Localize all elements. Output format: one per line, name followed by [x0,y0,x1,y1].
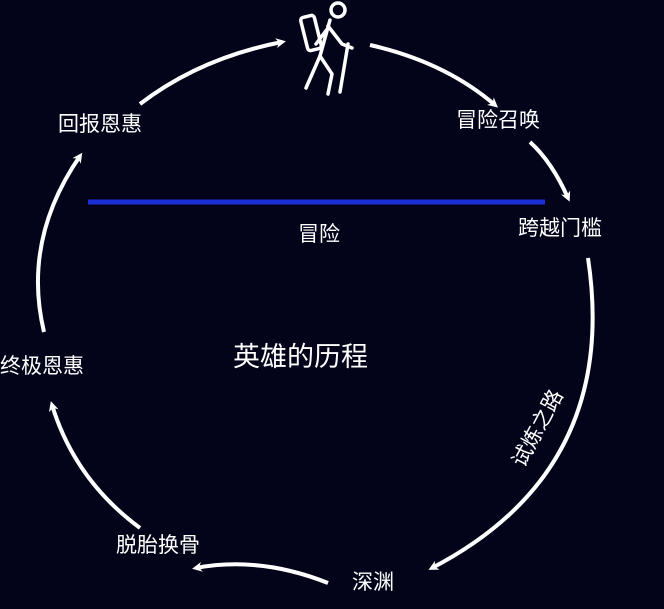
stage-label-transformation: 脱胎换骨 [116,533,200,557]
stage-label-abyss: 深渊 [352,570,394,594]
arrow-threshold-to-abyss [428,257,595,570]
stage-label-call: 冒险召唤 [456,108,540,132]
stage-label-ultimate-boon: 终极恩惠 [0,354,84,378]
arrow-transformation-to-boon [48,401,142,530]
stage-label-return-boon: 回报恩惠 [58,112,142,136]
threshold-label: 冒险 [298,222,340,246]
arrow-abyss-to-transformation [192,561,329,585]
stage-label-threshold: 跨越门槛 [518,216,602,240]
hiker-icon [298,1,354,96]
arrow-hero-to-call [369,43,499,108]
arrow-boon-to-return [35,152,83,333]
arrow-return-to-hero [138,38,286,106]
arrow-call-to-threshold [528,140,571,202]
center-title: 英雄的历程 [233,342,368,373]
